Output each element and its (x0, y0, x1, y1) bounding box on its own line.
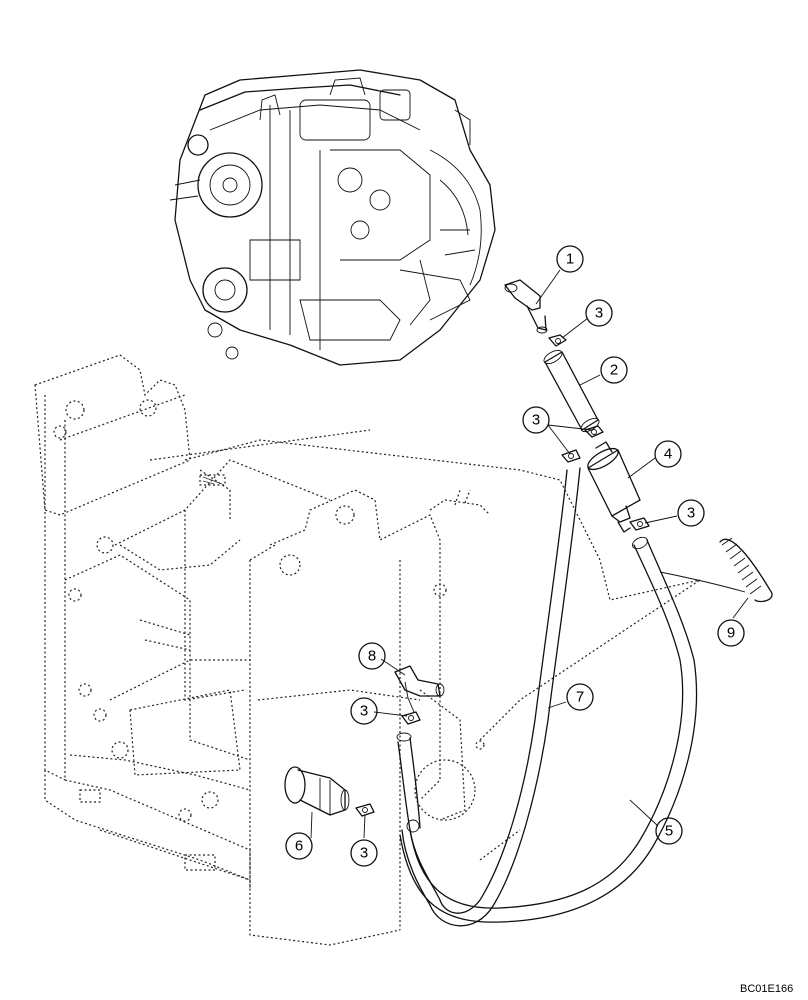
part-long-hose (401, 467, 581, 927)
callout-label: 3 (360, 845, 368, 862)
callout-1: 1 (556, 245, 584, 273)
part-elbow-fitting (504, 279, 548, 334)
callout-3-low: 3 (350, 839, 378, 867)
part-short-hose (543, 349, 600, 433)
loader-frame (34, 354, 701, 946)
callout-label: 3 (532, 412, 540, 429)
callout-label: 3 (360, 703, 368, 720)
drawing-code: BC01E166 (740, 983, 793, 995)
callout-label: 7 (576, 689, 584, 706)
part-fuel-filter (587, 441, 641, 533)
callout-3-top: 3 (585, 299, 613, 327)
callout-label: 9 (727, 625, 735, 642)
callout-label: 1 (566, 251, 574, 268)
part-hose-clamp-low (355, 803, 375, 817)
callout-label: 4 (664, 446, 672, 463)
engine-assembly (169, 69, 496, 366)
part-hose-clamps-inlet (561, 425, 604, 463)
part-hose-clamp-outlet (629, 517, 650, 531)
part-hose-clamp-mid (401, 711, 421, 725)
callout-5: 5 (655, 817, 683, 845)
leader-lines (310, 269, 749, 839)
callout-label: 8 (368, 648, 376, 665)
callout-6: 6 (285, 832, 313, 860)
callout-4: 4 (654, 440, 682, 468)
part-fuel-fitting (284, 766, 350, 816)
callout-8: 8 (358, 642, 386, 670)
callout-label: 2 (610, 362, 618, 379)
callout-3-outlet: 3 (677, 499, 705, 527)
callout-9: 9 (717, 619, 745, 647)
callout-3-mid: 3 (350, 697, 378, 725)
callout-label: 5 (665, 823, 673, 840)
callout-7: 7 (566, 683, 594, 711)
callout-label: 3 (687, 505, 695, 522)
part-hose-end-left (396, 732, 421, 831)
callout-label: 3 (595, 305, 603, 322)
callout-label: 6 (295, 838, 303, 855)
callout-2: 2 (600, 356, 628, 384)
part-elbow-fitting-2 (394, 665, 445, 713)
part-hose-clamp-top (548, 334, 567, 347)
part-coil-guard (659, 537, 773, 603)
callout-3-inlet: 3 (522, 406, 550, 434)
part-return-hose (399, 536, 698, 923)
